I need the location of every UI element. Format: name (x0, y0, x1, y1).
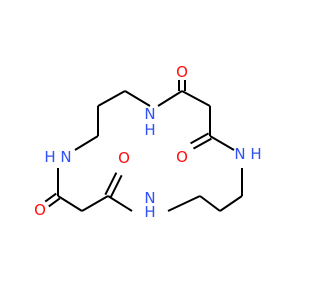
single-bond (209, 135, 235, 151)
carbonyl-oxygen-mid: O (176, 148, 188, 166)
amide-hydrogen-left: H (44, 148, 55, 166)
double-bond (44, 192, 57, 203)
single-bond (167, 195, 201, 212)
single-bond (81, 195, 109, 212)
bond-lines (44, 80, 243, 212)
amide-nitrogen-right: N (234, 145, 245, 163)
single-bond (57, 195, 83, 212)
single-bond (97, 90, 126, 107)
double-bond (190, 132, 210, 145)
amide-hydrogen-right: H (250, 145, 261, 163)
amide-nitrogen-top-left: N (144, 105, 155, 123)
single-bond (124, 90, 151, 107)
single-bond (157, 90, 183, 107)
double-bond (104, 172, 118, 196)
amide-hydrogen-bottom: H (144, 203, 155, 221)
double-bond (48, 197, 61, 208)
single-bond (107, 195, 133, 212)
single-bond (199, 195, 221, 212)
single-bond (74, 135, 99, 151)
double-bond (192, 137, 212, 150)
carbonyl-oxygen-bottom-mid: O (118, 149, 130, 167)
amide-nitrogen-bottom: N (144, 189, 155, 207)
double-bond (109, 174, 123, 198)
single-bond (181, 90, 211, 107)
amide-nitrogen-left: N (60, 148, 71, 166)
molecule-structure: O N H O N H N H O O N H (34, 63, 262, 221)
single-bond (219, 195, 243, 212)
carbonyl-oxygen-top: O (176, 63, 188, 81)
carbonyl-oxygen-bottom-left: O (34, 201, 46, 219)
amide-hydrogen-top-left: H (144, 121, 155, 139)
